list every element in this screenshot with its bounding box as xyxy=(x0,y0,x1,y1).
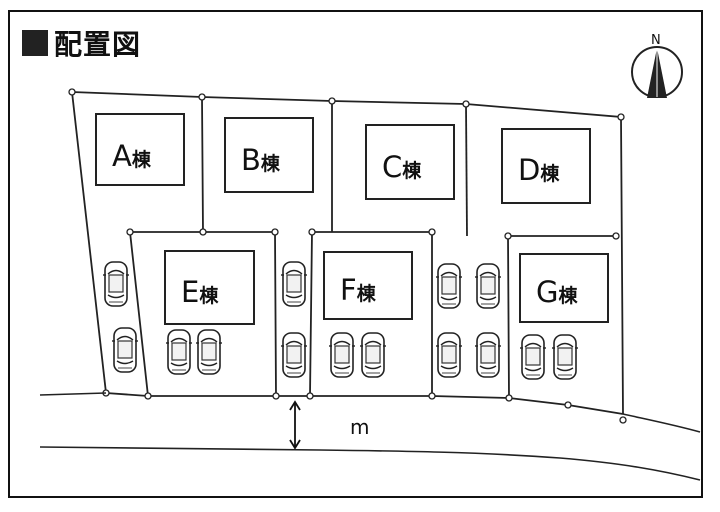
svg-text:E棟: E棟 xyxy=(181,275,219,309)
road-frontage xyxy=(105,392,624,415)
building-f: F棟 xyxy=(323,251,413,320)
car-icon xyxy=(280,332,308,378)
north-label: N xyxy=(651,33,661,48)
lot-divider-cd xyxy=(465,103,468,237)
building-a: A棟 xyxy=(95,113,185,186)
car-icon xyxy=(474,332,502,378)
boundary-markers xyxy=(68,88,627,424)
lot-divider-a xyxy=(71,91,107,394)
building-c: C棟 xyxy=(365,124,455,200)
title-text: 配置図 xyxy=(54,28,142,61)
car-icon xyxy=(102,261,130,307)
road-width-label: m xyxy=(350,415,369,439)
car-icon xyxy=(551,334,579,380)
car-icon xyxy=(328,332,356,378)
car-icon xyxy=(435,332,463,378)
road-edge-lower xyxy=(39,446,701,481)
building-d: D棟 xyxy=(501,128,591,204)
car-icon xyxy=(280,261,308,307)
lot-boundary-top xyxy=(71,91,624,415)
page-title: 配置図 xyxy=(22,26,142,61)
svg-text:C棟: C棟 xyxy=(382,150,422,184)
car-icon xyxy=(111,327,139,373)
road-edge-right xyxy=(622,413,701,433)
svg-text:G棟: G棟 xyxy=(536,275,578,309)
car-icon xyxy=(519,334,547,380)
building-b: B棟 xyxy=(224,117,314,193)
svg-text:A棟: A棟 xyxy=(112,139,152,173)
car-icon xyxy=(474,263,502,309)
road-width-arrow xyxy=(289,400,301,450)
car-icon xyxy=(165,329,193,375)
svg-text:B棟: B棟 xyxy=(241,143,281,177)
north-compass-icon: N xyxy=(631,33,683,98)
building-e: E棟 xyxy=(164,250,255,325)
svg-text:F棟: F棟 xyxy=(340,273,377,307)
road xyxy=(39,392,701,481)
lot-divider-ab xyxy=(128,96,204,397)
title-marker-icon xyxy=(22,30,48,56)
car-icon xyxy=(359,332,387,378)
svg-text:D棟: D棟 xyxy=(518,153,560,187)
lot-f-outline xyxy=(309,231,433,397)
car-icon xyxy=(435,263,463,309)
building-g: G棟 xyxy=(519,253,609,323)
car-icon xyxy=(195,329,223,375)
road-edge-upper xyxy=(39,392,107,396)
